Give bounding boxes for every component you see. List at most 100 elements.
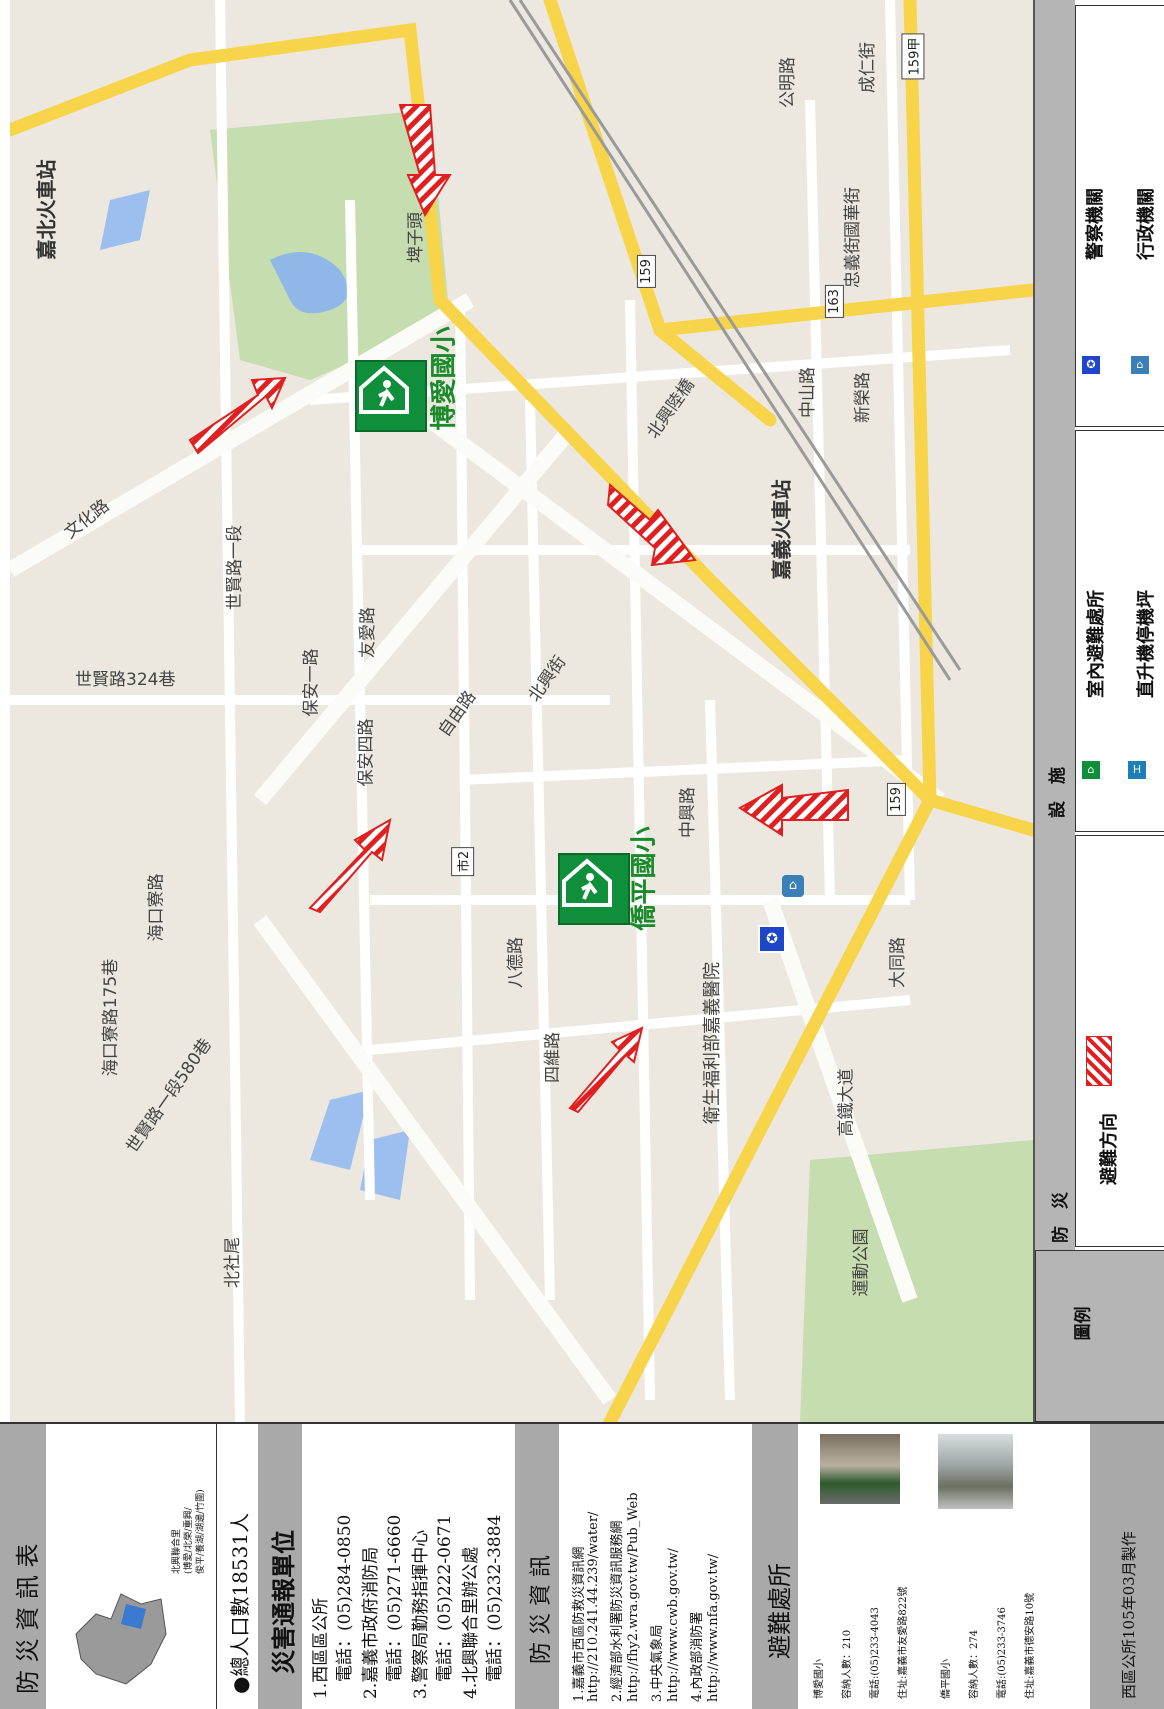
label-xinrong: 新榮路 — [853, 372, 873, 423]
shelter-header-col: 避難處所 — [752, 1424, 798, 1709]
shelter-phone: 電話:(05)233-4043 — [870, 1607, 881, 1699]
disaster-info-list: 1.嘉義市西區防救災資訊網 http://210.241.44.239/wate… — [562, 1424, 752, 1709]
legend-strip: ✪ 警察機關 ⌂ 行政機關 ⌂ 室內避難處所 H 直升機停機坪 設 施 避難方向… — [1035, 0, 1164, 1422]
disaster-info-link[interactable]: http://fhy2.wra.gov.tw/Pub_Web — [626, 1492, 641, 1702]
label-bade: 八德路 — [506, 937, 526, 988]
report-units-list: 1.西區區公所 電話：(05)284-0850 2.嘉義市政府消防局 電話：(0… — [302, 1424, 505, 1709]
district-map-col: 北興聯合里 (博愛/北榮/重興/ 俊平/養湖/湖邊/竹圍) — [46, 1424, 217, 1709]
label-youai: 友愛路 — [358, 607, 378, 658]
legend-helipad: 直升機停機坪 — [1136, 590, 1157, 698]
shelter-address: 住址:嘉義市友愛路822號 — [898, 1586, 909, 1699]
report-unit-line: 2.嘉義市政府消防局 — [361, 1546, 381, 1699]
label-zhongxing: 中興路 — [678, 787, 698, 838]
label-haikou: 海口寮路 — [146, 873, 167, 942]
report-unit-line: 3.警察局勤務指揮中心 — [411, 1529, 431, 1699]
map-base — [10, 0, 1033, 1422]
school-photo — [938, 1434, 1013, 1509]
disaster-info-line: 1.嘉義市西區防救災資訊網 — [572, 1546, 587, 1702]
shelter-icon: ⌂ — [1082, 761, 1100, 779]
evacuation-arrow — [188, 376, 287, 455]
report-units-header-col: 災害通報單位 — [258, 1424, 302, 1709]
shelter-card-qiaoping: 僑平國小 容納人數：274 電話:(05)233-3746 住址:嘉義市德安路1… — [933, 1424, 1068, 1709]
report-units-title: 災害通報單位 — [269, 1530, 298, 1674]
legend-title-box: 圖例 — [1035, 1250, 1164, 1422]
label-zhongyi: 忠義街 — [843, 237, 863, 288]
legend-arrow-box: 避難方向 — [1075, 835, 1164, 1247]
label-sports-park: 運動公園 — [851, 1228, 872, 1297]
legend-police-label: 警察機關 — [1085, 188, 1106, 260]
report-unit-line: 4.北興聯合里辦公處 — [461, 1546, 481, 1699]
route-badge-city2: 市2 — [451, 846, 475, 877]
label-chengren: 成仁街 — [858, 42, 878, 93]
label-shixian-rd: 世賢路一段 — [225, 525, 245, 610]
report-unit-line: 電話：(05)222-0671 — [435, 1514, 455, 1699]
evacuation-arrow — [568, 1026, 644, 1114]
population: ●總人口數18531人 — [228, 1512, 252, 1694]
info-header-col: 防 災 資 訊 表 — [0, 1424, 46, 1709]
school-photo — [820, 1434, 900, 1504]
legend-gray-bar — [1035, 0, 1075, 1422]
route-badge-159a: 159甲 — [901, 33, 925, 80]
population-col: ●總人口數18531人 — [218, 1424, 258, 1709]
route-badge-163: 163 — [824, 285, 844, 318]
label-guohua: 國華街 — [843, 187, 863, 238]
label-chiayi-north-station: 嘉北火車站 — [34, 159, 59, 260]
label-gaotie: 高鐵大道 — [836, 1068, 857, 1137]
route-badge-159: 159 — [886, 783, 906, 816]
evacuation-arrow — [308, 818, 392, 914]
label-chiayi-station: 嘉義火車站 — [769, 479, 794, 580]
legend-admin-label: 行政機關 — [1136, 188, 1157, 260]
legend-facilities-header: 設 施 — [1048, 767, 1068, 818]
legend-police-box: ✪ 警察機關 ⌂ 行政機關 — [1075, 5, 1164, 427]
label-datong: 大同路 — [888, 937, 908, 988]
evacuation-arrows — [188, 104, 849, 1114]
admin-building-icon: ⌂ — [1131, 356, 1149, 374]
label-baoan-4: 保安四路 — [356, 718, 377, 787]
district-outline-map — [75, 1593, 167, 1685]
disaster-info-link[interactable]: http://www.cwb.gov.tw/ — [666, 1548, 681, 1702]
map-canvas[interactable]: ✪ ⌂ 嘉北火車站 嘉義火車站 博愛國小 僑平國小 埤子頭 文化路 世賢路一段 … — [10, 0, 1035, 1422]
disaster-info-line: 4.內政部消防署 — [690, 1611, 705, 1702]
label-hospital: 衛生福利部嘉義醫院 — [702, 962, 723, 1124]
legend-title: 圖例 — [1073, 1306, 1094, 1341]
disaster-info-line: 2.經濟部水利署防災資訊服務網 — [610, 1520, 625, 1702]
disaster-info-link[interactable]: http://210.241.44.239/water/ — [586, 1511, 601, 1702]
label-gongming: 公明路 — [778, 57, 798, 108]
disaster-info-link[interactable]: http://www.nfa.gov.tw/ — [706, 1553, 721, 1702]
report-unit-line: 1.西區區公所 — [311, 1597, 331, 1699]
legend-evacuation-direction: 避難方向 — [1099, 1113, 1120, 1185]
shelter-icon-boai[interactable] — [355, 360, 427, 432]
legend-indoor-shelter: 室內避難處所 — [1086, 590, 1107, 698]
admin-building-icon[interactable]: ⌂ — [782, 875, 804, 897]
label-zhongshan: 中山路 — [798, 367, 818, 418]
police-icon[interactable]: ✪ — [758, 925, 786, 953]
label-haikou-175: 海口寮路175巷 — [101, 958, 122, 1077]
district-note: 北興聯合里 (博愛/北榮/重興/ 俊平/養湖/湖邊/竹圍) — [172, 1489, 206, 1574]
label-qiaoping-school: 僑平國小 — [629, 826, 660, 931]
shelter-card-boai: 博愛國小 容納人數：210 電話:(05)233-4043 住址:嘉義市友愛路8… — [798, 1424, 933, 1709]
footer: 西區公所105年03月製作 — [1120, 1531, 1138, 1699]
report-unit-line: 電話：(05)271-6660 — [385, 1514, 405, 1699]
route-badge-159: 159 — [636, 255, 656, 288]
label-beishe: 北社尾 — [223, 1237, 243, 1288]
police-icon: ✪ — [1082, 356, 1100, 374]
shelter-capacity: 容納人數：210 — [842, 1629, 853, 1699]
disaster-info-header-col: 防 災 資 訊 — [515, 1424, 559, 1709]
park-area — [210, 110, 450, 380]
shelter-icon-qiaoping[interactable] — [558, 853, 630, 925]
legend-facility-box: ⌂ 室內避難處所 H 直升機停機坪 — [1075, 430, 1164, 832]
shelter-phone: 電話:(05)233-3746 — [997, 1607, 1008, 1699]
report-unit-line: 電話：(05)284-0850 — [335, 1514, 355, 1699]
label-shixian-324: 世賢路324巷 — [75, 670, 176, 690]
label-baoan: 保安一路 — [301, 648, 322, 717]
disaster-info-title: 防 災 資 訊 — [529, 1555, 554, 1664]
shelter-name: 博愛國小 — [814, 1659, 825, 1699]
label-boai-school: 博愛國小 — [429, 326, 460, 431]
disaster-info-panel: 防 災 資 訊 表 北興聯合里 (博愛/北榮/重興/ 俊平/養湖/湖邊/竹圍) … — [0, 1422, 1164, 1709]
label-siwei: 四維路 — [543, 1032, 563, 1083]
evacuation-arrow — [606, 482, 697, 567]
report-unit-line: 電話：(05)232-3884 — [485, 1514, 505, 1699]
disaster-info-line: 3.中央氣象局 — [650, 1624, 665, 1702]
footer-col: 西區公所105年03月製作 — [1090, 1424, 1164, 1709]
